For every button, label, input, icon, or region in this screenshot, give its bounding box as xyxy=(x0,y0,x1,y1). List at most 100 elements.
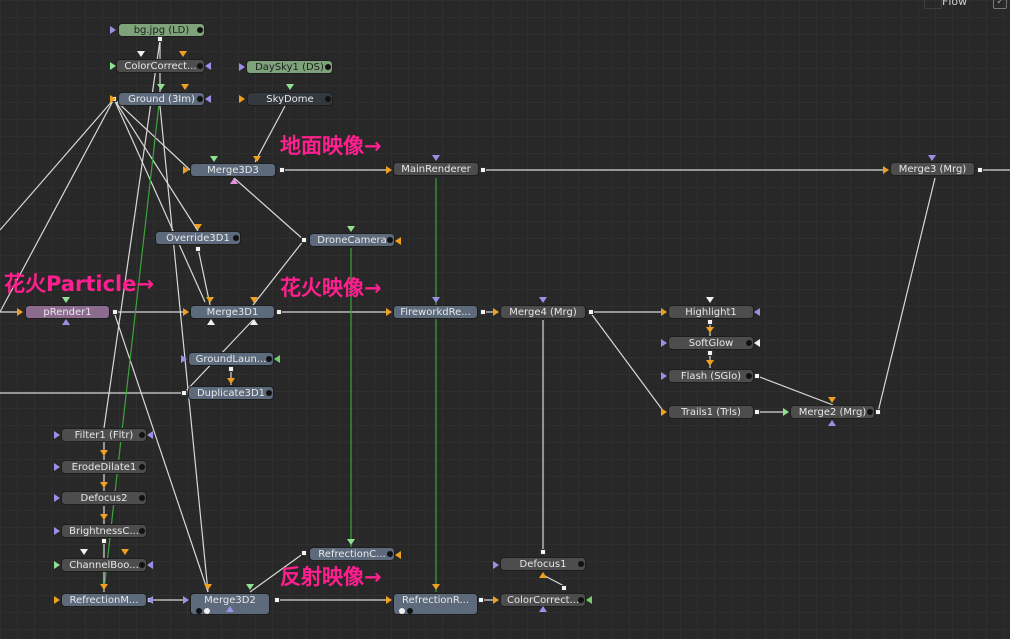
input-port[interactable] xyxy=(206,297,214,303)
output-port[interactable] xyxy=(181,390,187,396)
input-port[interactable] xyxy=(110,62,116,70)
input-port[interactable] xyxy=(661,339,667,347)
ground-node[interactable]: Ground (3Im) xyxy=(118,92,205,106)
input-port[interactable] xyxy=(493,596,499,604)
input-port[interactable] xyxy=(239,63,245,71)
input-port[interactable] xyxy=(883,166,889,174)
check-icon[interactable]: ✓ xyxy=(993,0,1007,9)
input-port[interactable] xyxy=(274,355,280,363)
input-port[interactable] xyxy=(706,360,714,366)
input-port[interactable] xyxy=(183,596,189,604)
output-port[interactable] xyxy=(707,319,713,325)
input-port[interactable] xyxy=(754,308,760,316)
input-port[interactable] xyxy=(539,606,547,612)
output-port[interactable] xyxy=(228,366,234,372)
input-port[interactable] xyxy=(227,378,235,384)
input-port[interactable] xyxy=(828,420,836,426)
colorcorrect-bottom-node[interactable]: ColorCorrect... xyxy=(500,593,586,607)
output-port[interactable] xyxy=(588,309,594,315)
input-port[interactable] xyxy=(121,549,129,555)
input-port[interactable] xyxy=(754,339,760,347)
output-port[interactable] xyxy=(754,409,760,415)
input-port[interactable] xyxy=(253,156,261,162)
input-port[interactable] xyxy=(661,372,667,380)
input-port[interactable] xyxy=(100,450,108,456)
input-port[interactable] xyxy=(386,308,392,316)
input-port[interactable] xyxy=(226,606,234,612)
input-port[interactable] xyxy=(783,408,789,416)
flow-tab-label[interactable]: Flow xyxy=(942,0,968,8)
input-port[interactable] xyxy=(539,297,547,303)
erodedilate1-node[interactable]: ErodeDilate1 xyxy=(61,460,147,474)
input-port[interactable] xyxy=(80,549,88,555)
input-port[interactable] xyxy=(54,527,60,535)
input-port[interactable] xyxy=(347,226,355,232)
input-port[interactable] xyxy=(54,463,60,471)
input-port[interactable] xyxy=(706,297,714,303)
output-port[interactable] xyxy=(480,309,486,315)
input-port[interactable] xyxy=(147,596,153,604)
output-port[interactable] xyxy=(561,585,567,591)
input-port[interactable] xyxy=(194,224,202,230)
colorcorrect-top-node[interactable]: ColorCorrect... xyxy=(116,59,205,73)
input-port[interactable] xyxy=(661,408,667,416)
refraction-camera-node[interactable]: RefrectionC... xyxy=(309,547,395,561)
refraction-render-node[interactable]: RefrectionR... xyxy=(393,593,478,615)
input-port[interactable] xyxy=(54,561,60,569)
input-port[interactable] xyxy=(110,95,116,103)
defocus2-node[interactable]: Defocus2 xyxy=(61,491,147,505)
highlight1-node[interactable]: Highlight1 xyxy=(668,305,754,319)
output-port[interactable] xyxy=(101,538,107,544)
input-port[interactable] xyxy=(386,166,392,174)
output-port[interactable] xyxy=(707,350,713,356)
trails1-node[interactable]: Trails1 (Trls) xyxy=(668,405,754,419)
prender-node[interactable]: pRender1 xyxy=(25,305,110,319)
input-port[interactable] xyxy=(347,539,355,545)
input-port[interactable] xyxy=(147,561,153,569)
input-port[interactable] xyxy=(100,482,108,488)
defocus1-node[interactable]: Defocus1 xyxy=(500,557,586,571)
output-port[interactable] xyxy=(301,550,307,556)
input-port[interactable] xyxy=(493,561,499,569)
input-port[interactable] xyxy=(54,494,60,502)
filter1-node[interactable]: Filter1 (Fltr) xyxy=(61,428,147,442)
input-port[interactable] xyxy=(157,84,165,90)
channelbool-node[interactable]: ChannelBoo... xyxy=(61,558,147,572)
brightness-node[interactable]: BrightnessC... xyxy=(61,524,147,538)
input-port[interactable] xyxy=(661,308,667,316)
input-port[interactable] xyxy=(183,166,189,174)
input-port[interactable] xyxy=(179,51,187,57)
output-port[interactable] xyxy=(112,309,118,315)
input-port[interactable] xyxy=(395,237,401,245)
output-port[interactable] xyxy=(875,409,881,415)
input-port[interactable] xyxy=(54,431,60,439)
input-port[interactable] xyxy=(181,355,187,363)
input-port[interactable] xyxy=(395,551,401,559)
input-port[interactable] xyxy=(493,308,499,316)
refraction-merge-node[interactable]: RefrectionM... xyxy=(61,593,147,607)
input-port[interactable] xyxy=(205,95,211,103)
output-port[interactable] xyxy=(754,373,760,379)
output-port[interactable] xyxy=(195,246,201,252)
output-port[interactable] xyxy=(478,597,484,603)
bg-loader-node[interactable]: bg.jpg (LD) xyxy=(118,23,205,37)
output-port[interactable] xyxy=(157,36,163,42)
merge3d1-node[interactable]: Merge3D1 xyxy=(190,305,275,319)
input-port[interactable] xyxy=(54,596,60,604)
output-port[interactable] xyxy=(274,597,280,603)
input-port[interactable] xyxy=(828,397,836,403)
override3d1-node[interactable]: Override3D1 xyxy=(155,231,241,245)
input-port[interactable] xyxy=(181,84,189,90)
input-port[interactable] xyxy=(539,572,547,578)
input-port[interactable] xyxy=(386,596,392,604)
input-port[interactable] xyxy=(17,308,23,316)
input-port[interactable] xyxy=(706,327,714,333)
input-port[interactable] xyxy=(210,156,218,162)
groundlaunch-node[interactable]: GroundLaun... xyxy=(188,352,274,366)
input-port[interactable] xyxy=(110,26,116,34)
input-port[interactable] xyxy=(586,596,592,604)
input-port[interactable] xyxy=(137,51,145,57)
merge2-node[interactable]: Merge2 (Mrg) xyxy=(790,405,875,419)
input-port[interactable] xyxy=(246,584,254,590)
output-port[interactable] xyxy=(480,167,486,173)
